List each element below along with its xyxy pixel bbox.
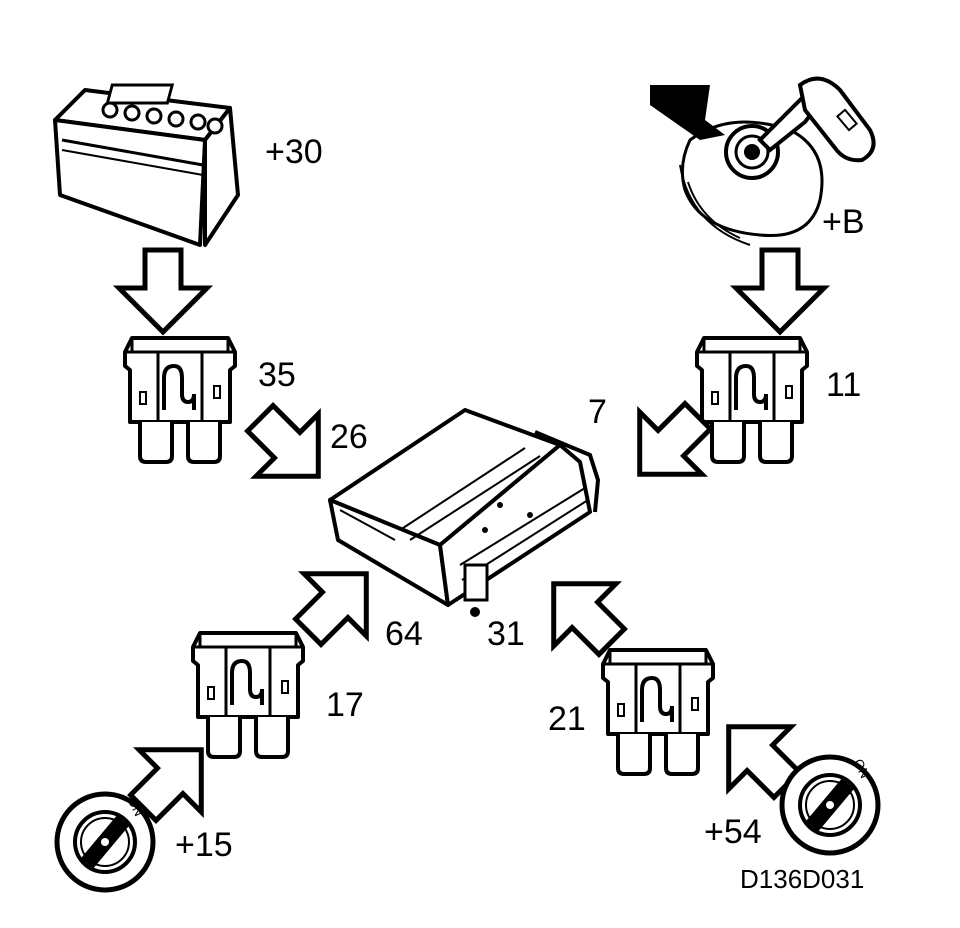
ignition-15-label: +15 — [175, 826, 233, 864]
figure-code-label: D136D031 — [740, 864, 865, 894]
pin-31-label: 31 — [487, 615, 525, 653]
battery-terminal-label: +30 — [265, 133, 323, 171]
fuse-21-label: 21 — [548, 700, 586, 738]
ignition-key-icon — [650, 76, 876, 246]
arrow-battery-to-fuse — [119, 250, 207, 332]
fuse-35-label: 35 — [258, 356, 296, 394]
arrow-key-to-fuse — [736, 250, 824, 332]
pin-26-label: 26 — [330, 418, 368, 456]
key-terminal-label: +B — [822, 203, 865, 241]
battery-icon — [53, 83, 240, 247]
fuse-17-icon — [191, 631, 305, 759]
control-module-icon — [328, 408, 601, 617]
fuse-11-icon — [695, 336, 809, 464]
pin-64-label: 64 — [385, 615, 423, 653]
pin-7-label: 7 — [588, 393, 607, 431]
fuse-35-icon — [123, 336, 237, 464]
fuse-21-icon — [601, 648, 715, 776]
ignition-54-label: +54 — [704, 813, 762, 851]
fuse-11-label: 11 — [826, 366, 862, 404]
fuse-17-label: 17 — [326, 686, 364, 724]
